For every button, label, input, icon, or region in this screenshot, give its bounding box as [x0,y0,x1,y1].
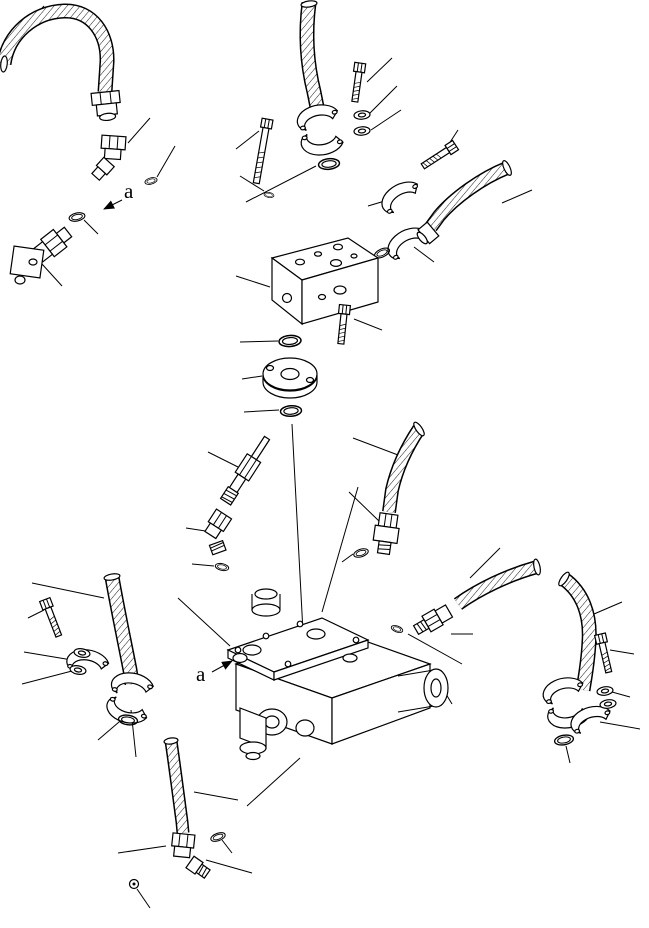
washer-lower-left-2 [68,663,88,677]
bolt-top-right [348,61,367,104]
hose-lower-right [558,571,597,692]
oring-under-flange [279,404,303,418]
coupling-upper-left [90,89,121,122]
clamp-lower-left [103,668,156,728]
elbow-fitting-left [204,508,233,556]
oring-center [352,546,370,560]
plug-bottom [128,878,140,890]
washer-lower-right-1 [595,685,615,697]
oring-lower-right [553,733,575,747]
label-a-upper-arrow [103,199,123,210]
oring-below-bolt [263,191,275,199]
oring-upper-left [67,210,87,224]
fitting-right-valve [412,604,454,636]
label-a-upper: a [124,179,134,203]
elbow-fitting-upper-left [91,134,127,182]
washer-lower-right-2 [598,698,618,710]
main-valve-assembly [226,588,449,761]
oring-top-center [317,156,341,172]
clamp-top-center [294,101,346,159]
half-clamp-right-1 [375,175,425,217]
hose-bottom [163,737,190,834]
oring-right-valve [389,623,405,635]
elbow-fitting-bottom [171,832,211,879]
label-a-lower: a [196,662,206,686]
bolt-long-top-center [250,117,274,185]
bolt-lower-left [39,597,65,639]
oring-small-upper-left [143,175,159,187]
hose-end-fitting-right [416,221,440,245]
oring-under-block [277,333,303,349]
oring-left [214,561,230,573]
hose-right-upper [425,160,512,232]
manifold-block [270,237,380,326]
fitting-center [372,512,400,556]
adapter-fitting-left [219,435,271,506]
washer-top-right-1 [353,109,371,121]
assembly-axis-line [291,423,304,633]
hose-upper-left [0,3,115,93]
hose-center [382,421,425,513]
bolt-right [419,139,460,172]
elbow-connector-lower-left [9,226,73,285]
oring-bottom [209,830,227,844]
hose-right-lower [453,558,541,610]
label-a-lower-arrow [211,660,233,673]
hose-top-center [299,0,326,114]
washer-top-right-2 [353,125,371,137]
round-flange [262,357,318,399]
hose-lower-left [103,573,140,686]
bolt-lower-right [594,632,615,675]
